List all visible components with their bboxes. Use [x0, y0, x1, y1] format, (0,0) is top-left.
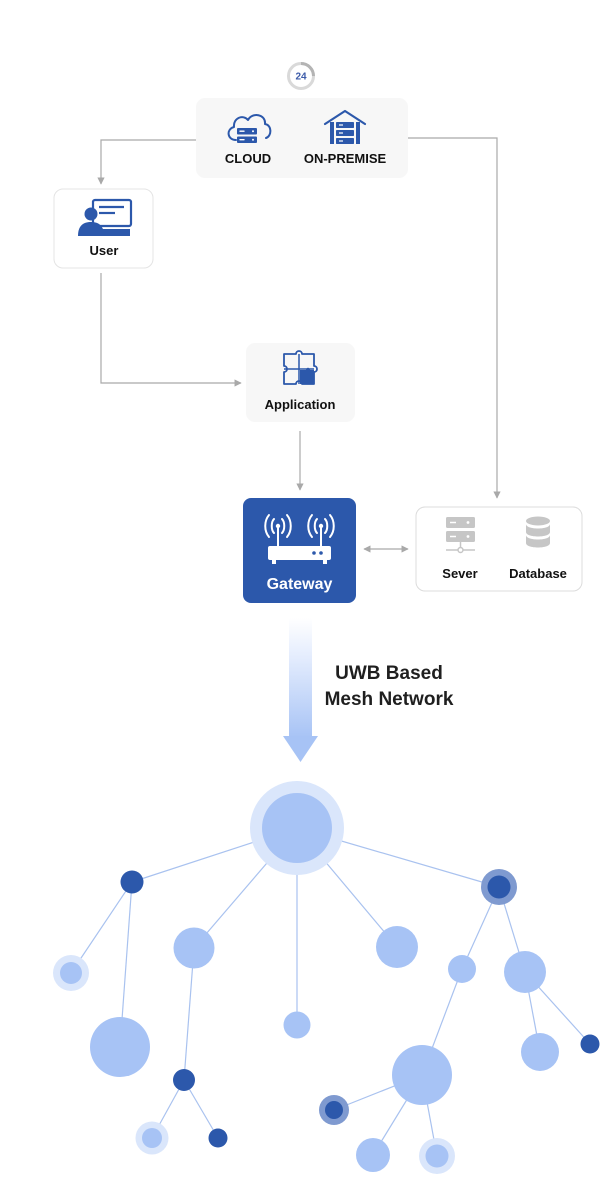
mesh-node: [356, 1138, 390, 1172]
mesh-node: [90, 1017, 150, 1077]
gateway-label: Gateway: [267, 576, 333, 593]
router-body-icon: [268, 546, 331, 560]
cloud-label: CLOUD: [225, 151, 271, 166]
mesh-node: [425, 1144, 449, 1168]
mesh-node: [376, 926, 418, 968]
mesh-network: [53, 781, 600, 1174]
mesh-node: [521, 1033, 559, 1071]
mesh-link: [183, 1079, 219, 1139]
user-computer-icon: [78, 198, 133, 236]
router-wifi-icon: [264, 514, 335, 547]
connector-cloud-to-user: [97, 139, 196, 185]
mesh-title-line2: Mesh Network: [325, 689, 454, 710]
mesh-nodes: [53, 781, 600, 1174]
mesh-title-line1: UWB Based: [335, 663, 443, 684]
gateway-box: Gateway: [243, 498, 356, 603]
database-icon: [526, 516, 550, 548]
mesh-node-dark: [120, 870, 144, 894]
step-badge: 24: [287, 62, 315, 90]
server-database-box: Sever Database: [415, 506, 583, 592]
application-box: Application: [246, 343, 355, 422]
mesh-flow-arrow: [283, 618, 318, 762]
mesh-node-dark: [487, 875, 511, 899]
mesh-node: [392, 1045, 452, 1105]
user-box: User: [53, 188, 154, 269]
server-label: Sever: [442, 566, 477, 581]
onpremise-building-icon: [323, 109, 367, 144]
mesh-node: [504, 951, 546, 993]
mesh-link: [70, 881, 133, 974]
mesh-node: [142, 1128, 162, 1148]
mesh-node: [283, 1011, 311, 1039]
application-label: Application: [265, 397, 336, 412]
cloud-server-icon: [227, 114, 272, 143]
connector-cloud-to-server: [408, 137, 501, 499]
user-label: User: [90, 243, 119, 258]
mesh-node: [173, 927, 215, 969]
mesh-node-dark: [325, 1101, 343, 1119]
badge-number: 24: [295, 72, 307, 83]
connector-user-to-application: [100, 273, 242, 387]
mesh-node: [448, 955, 476, 983]
server-icon: [446, 517, 475, 554]
mesh-node-dark: [208, 1128, 228, 1148]
mesh-root-node: [262, 793, 332, 863]
mesh-link: [183, 947, 195, 1081]
mesh-node: [60, 962, 82, 984]
database-label: Database: [509, 566, 567, 581]
puzzle-icon: [283, 350, 318, 385]
onpremise-label: ON-PREMISE: [304, 151, 387, 166]
mesh-node-dark: [580, 1034, 600, 1054]
mesh-node-dark: [173, 1069, 195, 1091]
cloud-onpremise-box: CLOUD ON-PREMISE: [196, 98, 408, 178]
